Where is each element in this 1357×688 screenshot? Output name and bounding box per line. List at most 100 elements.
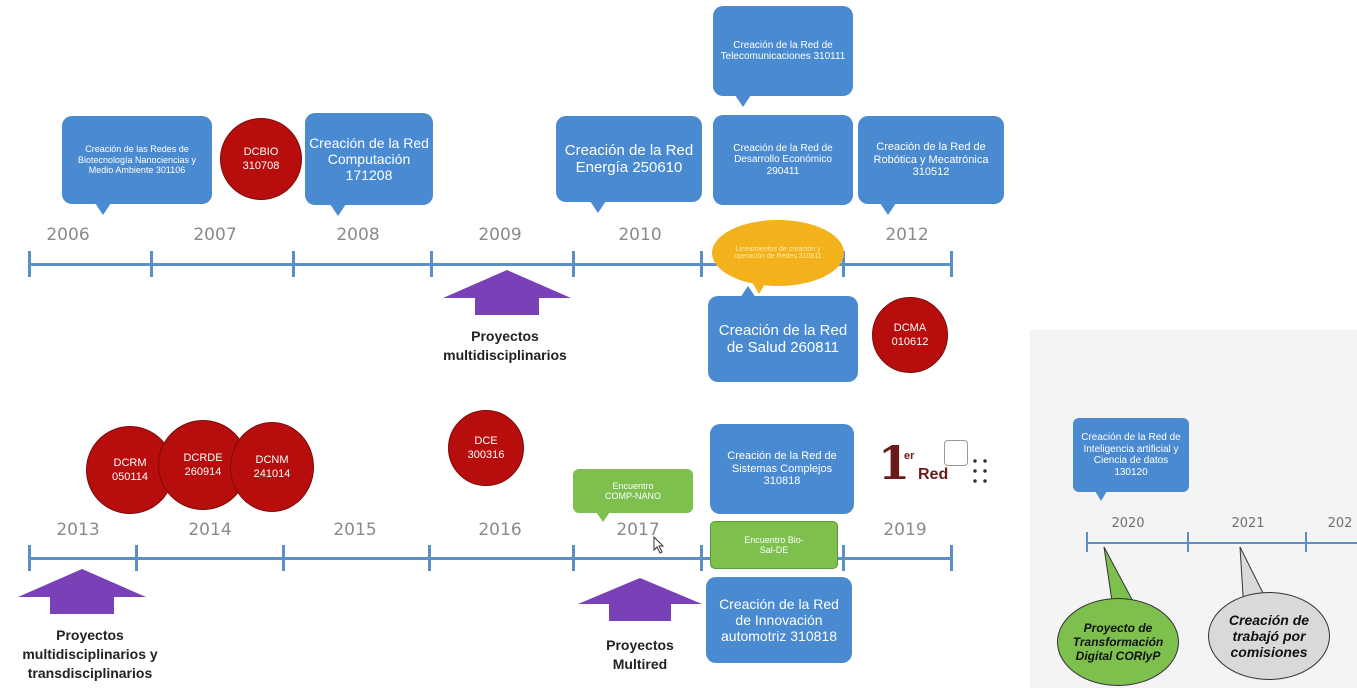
timeline-tick	[150, 251, 153, 277]
timeline-axis-3	[1086, 542, 1357, 544]
timeline-tick	[1086, 532, 1088, 552]
circle-code: 260914	[184, 466, 222, 478]
timeline-tick	[28, 251, 31, 277]
red-desarrollo-box: Creación de la Red de Desarrollo Económi…	[713, 115, 853, 205]
circle-code: 310708	[242, 160, 280, 172]
year-label: 2010	[618, 225, 662, 245]
bubble-text: Creación de trabajó por comisiones	[1228, 612, 1310, 660]
logo-superscript: er	[904, 450, 915, 462]
dcma-circle: DCMA 010612	[872, 297, 948, 373]
red-salud-box: Creación de la Red de Salud 260811	[708, 296, 858, 382]
timeline-tick	[28, 545, 31, 571]
year-label: 2007	[193, 225, 237, 245]
red-sistemas-box: Creación de la Red de Sistemas Complejos…	[710, 424, 854, 514]
callout-tail	[590, 201, 606, 213]
box-text: Creación de la Red Computación 171208	[309, 134, 429, 184]
red-computacion-box: Creación de la Red Computación 171208	[305, 113, 433, 205]
circle-code: 010612	[891, 336, 929, 348]
callout-tail	[880, 203, 896, 215]
circle-code: 300316	[467, 449, 505, 461]
up-arrow-shaft	[50, 596, 114, 614]
logo-word: Red	[918, 466, 949, 483]
timeline-tick	[842, 251, 845, 277]
red-ia-box: Creación de la Red de Inteligencia artif…	[1073, 418, 1189, 492]
mouse-cursor-icon	[653, 536, 665, 554]
circle-name: DCBIO	[243, 145, 279, 158]
year-label: 2009	[478, 225, 522, 245]
timeline-tick	[428, 545, 431, 571]
circle-name: DCE	[474, 434, 498, 447]
creacion-comisiones-bubble: Creación de trabajó por comisiones	[1208, 592, 1330, 680]
encuentro-bio-sal-de-box: Encuentro Bio-Sal-DE	[710, 521, 838, 569]
year-label: 2020	[1111, 516, 1145, 531]
circle-code: 241014	[253, 468, 291, 480]
up-arrow-icon	[578, 578, 702, 604]
year-label: 2021	[1231, 516, 1265, 531]
box-text: Creación de la Red de Sistemas Complejos…	[727, 450, 837, 488]
bubble-text: Proyecto de Transformación Digital CORIy…	[1072, 621, 1164, 663]
encuentro-lineamientos-bubble: Lineamientos de creación y operación de …	[712, 220, 844, 286]
year-label: 202	[1327, 516, 1353, 531]
box-text: Creación de la Red de Robótica y Mecatró…	[873, 141, 989, 179]
box-text: Creación de la Red Energía 250610	[564, 141, 694, 176]
red-biotecnologia-box: Creación de las Redes de Biotecnología N…	[62, 116, 212, 204]
circle-name: DCRM	[113, 456, 147, 469]
timeline-tick	[700, 545, 703, 571]
logo-number: 1	[878, 436, 911, 490]
year-label: 2014	[188, 520, 232, 540]
year-label: 2019	[883, 520, 927, 540]
up-arrow-icon	[443, 270, 571, 298]
proyectos-multi-trans-label: Proyectos multidisciplinarios y transdis…	[22, 627, 158, 681]
encuentro-comp-nano-box: Encuentro COMP-NANO	[573, 469, 693, 513]
red-telecom-box: Creación de la Red de Telecomunicaciones…	[713, 6, 853, 96]
timeline-tick	[282, 545, 285, 571]
year-label: 2006	[46, 225, 90, 245]
dcnm-circle: DCNM 241014	[230, 422, 314, 512]
dce-circle: DCE 300316	[448, 410, 524, 486]
timeline-tick	[430, 251, 433, 277]
timeline-tick	[950, 251, 953, 277]
timeline-tick	[292, 251, 295, 277]
year-label: 2012	[885, 225, 929, 245]
timeline-axis-1	[28, 263, 953, 266]
red-robotica-box: Creación de la Red de Robótica y Mecatró…	[858, 116, 1004, 204]
timeline-axis-2	[28, 557, 953, 560]
circle-name: DCNM	[255, 453, 289, 466]
proyecto-transformacion-bubble: Proyecto de Transformación Digital CORIy…	[1057, 598, 1179, 686]
box-text: Creación de la Red de Desarrollo Económi…	[733, 142, 833, 177]
timeline-tick	[572, 251, 575, 277]
box-text: Creación de la Red de Salud 260811	[718, 321, 848, 356]
up-arrow-shaft	[609, 603, 671, 621]
year-label: 2017	[616, 520, 660, 540]
bubble-text: Lineamientos de creación y operación de …	[734, 246, 822, 260]
timeline-tick	[135, 545, 138, 571]
callout-tail	[1095, 491, 1107, 501]
callout-tail	[330, 204, 346, 216]
timeline-tick	[700, 251, 703, 277]
box-text: Encuentro COMP-NANO	[605, 480, 661, 501]
up-arrow-icon	[18, 569, 146, 597]
year-label: 2016	[478, 520, 522, 540]
circle-code: 050114	[112, 471, 148, 483]
logo-seal-icon	[944, 440, 968, 466]
logo-dots	[970, 456, 990, 486]
callout-tail	[740, 286, 756, 298]
box-text: Encuentro Bio-Sal-DE	[744, 534, 804, 555]
timeline-tick	[572, 545, 575, 571]
timeline-tick	[842, 545, 845, 571]
timeline-tick	[1187, 532, 1189, 552]
proyectos-multired-label: Proyectos Multired	[606, 637, 674, 672]
box-text: Creación de las Redes de Biotecnología N…	[77, 144, 197, 176]
year-label: 2015	[333, 520, 377, 540]
circle-name: DCRDE	[183, 451, 223, 464]
box-text: Creación de la Red de Telecomunicaciones…	[720, 39, 846, 63]
callout-tail	[735, 95, 751, 107]
red-innovacion-box: Creación de la Red de Innovación automot…	[706, 577, 852, 663]
proyectos-multidisciplinarios-label: Proyectos multidisciplinarios	[443, 328, 567, 363]
primer-red-logo: 1 er Red	[874, 436, 998, 498]
year-label: 2008	[336, 225, 380, 245]
callout-tail	[95, 203, 111, 215]
box-text: Creación de la Red de Inteligencia artif…	[1081, 432, 1181, 478]
year-label: 2013	[56, 520, 100, 540]
timeline-tick	[950, 545, 953, 571]
